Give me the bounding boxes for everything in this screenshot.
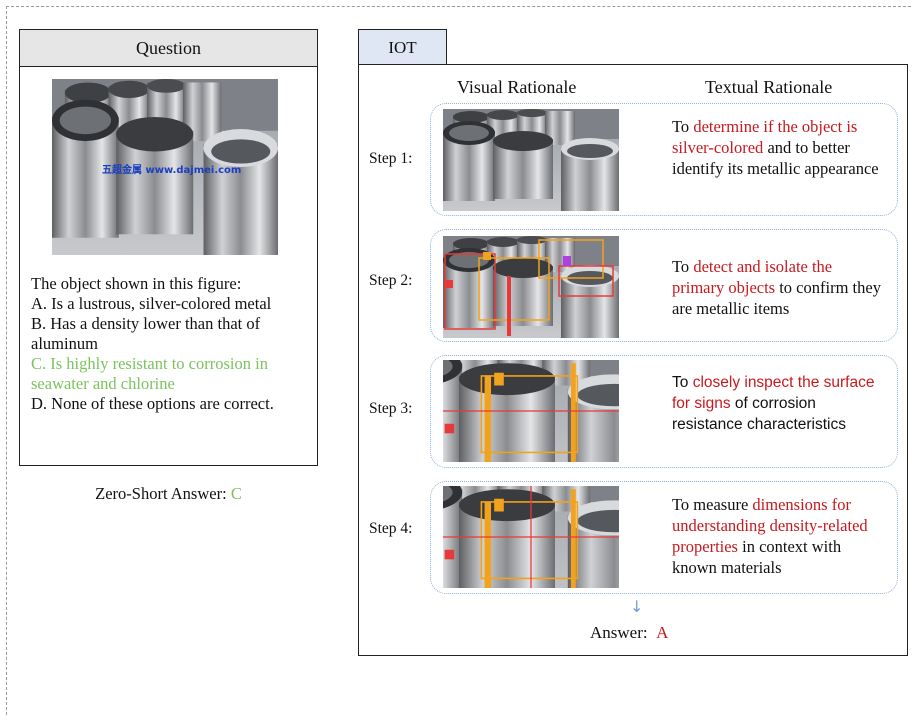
- answer-label: Answer:: [590, 623, 648, 642]
- option-d: D. None of these options are correct.: [31, 394, 274, 413]
- step-3-text: To closely inspect the surface for signs…: [672, 372, 887, 435]
- step-3-post: of corrosion resistance characteristics: [672, 395, 847, 433]
- step-3-image: [443, 360, 619, 462]
- option-a: A. Is a lustrous, silver-colored metal: [31, 294, 272, 313]
- step-3-pre: To: [672, 374, 693, 391]
- step-1-highlight: determine if the object is silver-colore…: [672, 117, 858, 157]
- step-2-post: to confirm they are metallic items: [672, 278, 881, 318]
- step-2-pre: To: [672, 257, 694, 276]
- step-2-text: To detect and isolate the primary object…: [672, 256, 887, 319]
- step-1-image: [443, 109, 619, 211]
- step-3-box: [430, 355, 898, 468]
- visual-rationale-header: Visual Rationale: [457, 77, 577, 97]
- step-1-label: Step 1:: [369, 150, 413, 167]
- step-4-box: [430, 481, 898, 594]
- step-2-box: [430, 229, 898, 342]
- step-1-pre: To: [672, 117, 694, 136]
- option-b: B. Has a density lower than that of alum…: [31, 314, 261, 353]
- step-2-highlight: detect and isolate the primary objects: [672, 257, 833, 297]
- step-4-image: [443, 486, 619, 588]
- final-answer: Answer: A: [590, 623, 668, 643]
- step-4-highlight: dimensions for understanding density-rel…: [672, 495, 868, 556]
- textual-rationale-header: Textual Rationale: [705, 77, 833, 97]
- answer-value: A: [656, 623, 669, 642]
- zero-shot-answer: Zero-Short Answer: C: [19, 484, 318, 504]
- outer-dashed-frame: [6, 6, 911, 715]
- option-c: C. Is highly resistant to corrosion in s…: [31, 354, 268, 393]
- iot-panel: [358, 64, 908, 656]
- image-watermark: 五超金属 www.dajmei.com: [102, 165, 242, 176]
- zero-shot-label: Zero-Short Answer:: [95, 484, 231, 503]
- iot-tab: IOT: [358, 29, 447, 65]
- step-1-box: [430, 103, 898, 216]
- question-prompt: The object shown in this figure:: [31, 274, 242, 293]
- step-4-text: To measure dimensions for understanding …: [672, 494, 887, 578]
- step-2-image: [443, 236, 619, 338]
- step-2-label: Step 2:: [369, 272, 413, 289]
- step-4-post: in context with known materials: [672, 537, 842, 577]
- step-4-pre: To measure: [672, 495, 753, 514]
- question-image: 五超金属 www.dajmei.com: [52, 79, 278, 284]
- question-title: Question: [20, 30, 317, 67]
- step-1-text: To determine if the object is silver-col…: [672, 116, 887, 179]
- step-3-label: Step 3:: [369, 400, 413, 417]
- step-1-post: and to better identify its metallic appe…: [672, 138, 879, 178]
- down-arrow-icon: ↓: [630, 597, 644, 616]
- zero-shot-value: C: [230, 484, 242, 503]
- question-text: The object shown in this figure: A. Is a…: [31, 274, 316, 414]
- step-3-highlight: closely inspect the surface for signs: [672, 374, 875, 412]
- step-4-label: Step 4:: [369, 520, 413, 537]
